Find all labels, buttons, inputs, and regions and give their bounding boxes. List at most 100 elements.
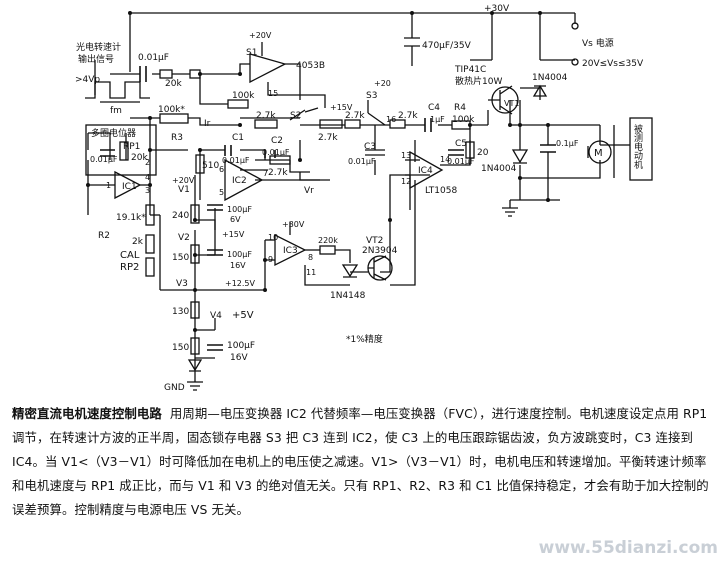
pin-9: 9 [268,255,273,264]
label-ir: Ir [204,119,211,129]
pin-4: 4 [145,173,150,182]
label-c-out: 0.1μF [556,139,579,148]
label-s1: S1 [246,48,257,58]
gnd-icon [187,375,203,391]
label-r-2k7-b: 2.7k [268,168,288,178]
resistor-r2-2k [145,234,155,254]
label-r-220k: 220k [318,236,338,245]
label-r-19k1: 19.1k* [116,213,146,223]
label-vs-term: Vs 电源 [582,37,614,49]
capacitor-100u-16v-a [207,249,223,256]
capacitor-c5 [448,149,464,156]
label-v2: V2 [178,233,190,243]
label-ic3: IC3 [283,246,298,256]
pin-11: 11 [306,268,316,277]
label-r2: R2 [98,231,110,241]
label-r4: R4 [454,103,466,113]
label-vr: Vr [304,186,314,196]
motor-icon [588,140,612,164]
label-c1: C1 [232,133,244,143]
labels: 光电转速计 输出信号 >4Vp fm 0.01μF 20k +20V S1 40… [75,4,644,393]
label-mux: 4053B [296,61,325,71]
label-lt1058: LT1058 [425,186,457,196]
label-c5-val: 0.01μF [447,157,475,166]
label-16v-b: 16V [230,353,248,363]
label-r-2k7-c: 2.7k [318,133,338,143]
label-fm: fm [110,106,122,116]
resistor-150b [190,337,200,355]
label-c-in: 0.01μF [138,53,169,63]
label-pot: 多圈电位器 [91,127,136,139]
label-c2-val: 0.01μF [262,148,290,157]
label-heatsink: 散热片10W [455,75,502,87]
label-plus125: +12.5V [225,279,256,288]
label-r-20: 20 [477,148,489,158]
label-c2: C2 [271,136,283,146]
label-amplitude: >4Vp [75,75,100,85]
capacitor-c2 [264,150,276,158]
resistor-r3 [159,113,189,124]
pin-5: 5 [219,188,224,197]
label-plus20-top: +20V [249,31,272,40]
label-c-pot: 0.01μF [90,155,118,164]
diode-1n4004-top [532,84,548,97]
label-plus30-ic3: +30V [282,220,305,229]
label-r-in: 20k [165,79,182,89]
label-r3: R3 [171,133,183,143]
vs-terminal-minus [571,58,579,66]
label-plus20-s3: +20 [374,79,391,88]
label-input-signal-2: 输出信号 [78,53,114,65]
label-c1-val: 0.01μF [222,156,250,165]
pin-12: 12 [401,177,411,186]
pin-13: 13 [401,151,411,160]
label-r-130: 130 [172,307,189,317]
diode-1n4004-bottom [511,149,529,164]
label-ic2: IC2 [232,176,247,186]
label-r3-val: 100k* [158,105,185,115]
capacitor-c1 [224,145,232,156]
pin-15: 15 [268,89,278,98]
transistor-tip41c [488,85,519,115]
label-r-150b: 150 [172,343,189,353]
resistor-rp2 [145,257,155,277]
resistor-150a [190,244,200,264]
label-c-100u-6v: 100μF [227,205,252,214]
ground-icon-right [502,200,518,217]
capacitor-c4 [424,118,432,132]
capacitor-100u-6v [207,204,223,211]
label-r-240: 240 [172,211,189,221]
label-c3: C3 [364,142,376,152]
resistor-2k7-a [254,119,278,129]
label-tip41c: TIP41C [454,65,486,75]
label-plus15-mid: +15V [222,230,245,239]
label-6v: 6V [230,215,241,224]
label-plus5: +5V [232,310,254,321]
resistor-2k7-e [389,119,406,129]
label-c4-val: 1μF [430,115,445,124]
diode-1n4148 [341,264,359,278]
pin-1: 1 [106,181,111,190]
label-16v-a: 16V [230,261,246,270]
opamp-ic3 [274,233,307,267]
label-rp1: RP1 [123,142,140,152]
label-gnd: GND [164,383,185,393]
circuit-schematic: 光电转速计 输出信号 >4Vp fm 0.01μF 20k +20V S1 40… [75,4,653,393]
junction-dots [86,11,550,332]
switch-s2 [289,107,319,121]
label-vs-range: 20V≤Vs≤35V [582,59,644,69]
pin-8: 8 [308,253,313,262]
label-r4-val: 100k [452,115,475,125]
caption: 精密直流电机速度控制电路用周期—电压变换器 IC2 代替频率—电压变换器（FVC… [12,402,718,522]
wiring [87,12,615,375]
motor-label-box [629,117,653,181]
label-s3: S3 [366,91,377,101]
resistor-rp1 [119,141,129,161]
resistor-510 [195,154,205,174]
label-cal: CAL [120,250,140,261]
label-ic1: IC1 [122,182,137,192]
label-rp2: RP2 [120,262,139,273]
caption-title: 精密直流电机速度控制电路 [12,406,162,421]
capacitor-100u-16v-b [207,344,223,351]
pin-10: 10 [268,233,278,242]
label-plus30-top: +30V [484,4,510,14]
